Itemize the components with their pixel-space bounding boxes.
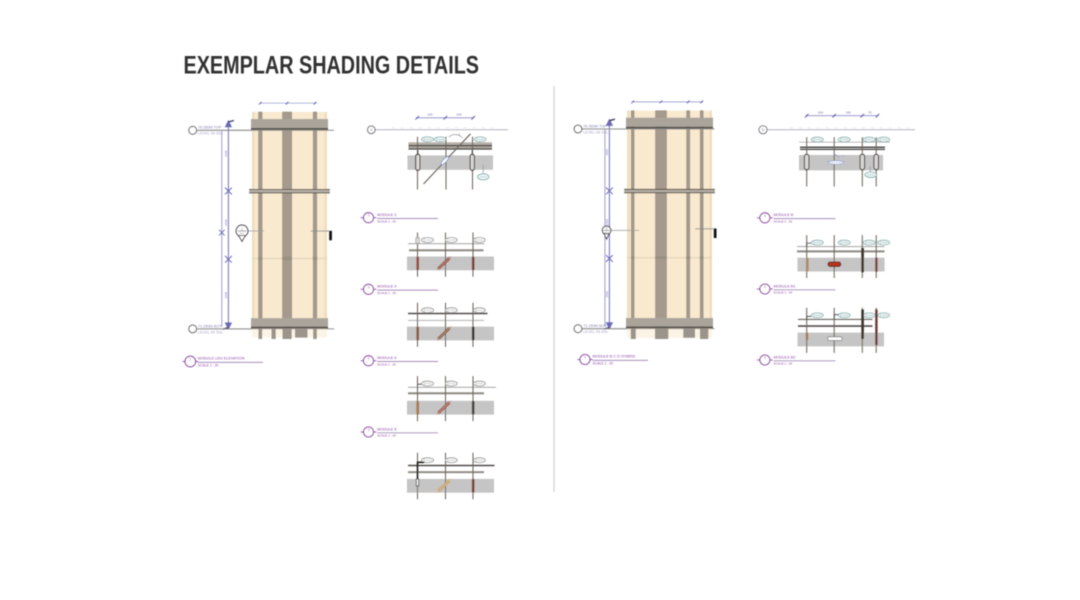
- svg-text:3: 3: [368, 214, 370, 218]
- svg-text:3: 3: [764, 356, 766, 360]
- svg-text:MODULE B2: MODULE B2: [774, 355, 796, 359]
- svg-text:150: 150: [846, 110, 851, 114]
- svg-text:150: 150: [427, 113, 432, 117]
- svg-text:SCALE 1 : 20: SCALE 1 : 20: [377, 291, 396, 295]
- svg-text:6: 6: [842, 155, 844, 158]
- svg-text:1500: 1500: [605, 219, 609, 226]
- svg-text:MODULE 4: MODULE 4: [377, 285, 396, 289]
- svg-text:76.350M TOP: 76.350M TOP: [198, 126, 222, 130]
- svg-text:MODULE LEG ELEVATION: MODULE LEG ELEVATION: [198, 357, 245, 361]
- svg-text:150: 150: [818, 110, 823, 114]
- svg-text:76.350M TOP: 76.350M TOP: [583, 124, 607, 128]
- svg-text:A201: A201: [239, 232, 245, 235]
- svg-text:SCALE 1 : 20: SCALE 1 : 20: [593, 361, 614, 365]
- svg-text:MODULE 6: MODULE 6: [377, 356, 396, 360]
- svg-text:1500: 1500: [224, 291, 228, 298]
- svg-text:SCALE 1 : 20: SCALE 1 : 20: [377, 219, 396, 223]
- svg-text:3: 3: [368, 357, 370, 361]
- svg-text:MODULE B C D HYBRID: MODULE B C D HYBRID: [593, 355, 636, 359]
- svg-text:1500: 1500: [605, 149, 609, 156]
- svg-text:SCALE 1 : 20: SCALE 1 : 20: [774, 291, 793, 295]
- svg-text:3: 3: [368, 285, 370, 289]
- svg-text:SCALE 1 : 20: SCALE 1 : 20: [377, 362, 396, 366]
- svg-text:75: 75: [868, 110, 872, 114]
- svg-text:2: 2: [606, 226, 608, 230]
- svg-text:A201: A201: [604, 232, 610, 235]
- svg-text:8: 8: [459, 132, 461, 136]
- svg-text:2: 2: [241, 227, 243, 231]
- svg-text:1: 1: [189, 358, 191, 362]
- svg-text:LEVEL 06 SSL: LEVEL 06 SSL: [583, 130, 608, 134]
- svg-text:SCALE 1 : 20: SCALE 1 : 20: [774, 219, 793, 223]
- svg-text:3: 3: [368, 428, 370, 432]
- svg-text:SCALE 1 : 20: SCALE 1 : 20: [774, 362, 793, 366]
- svg-text:71.250M BOT: 71.250M BOT: [583, 324, 607, 328]
- svg-text:SCALE 1 : 20: SCALE 1 : 20: [198, 363, 219, 367]
- svg-text:1500: 1500: [224, 150, 228, 157]
- svg-text:LEVEL 06 SSL: LEVEL 06 SSL: [198, 132, 223, 136]
- svg-text:1500: 1500: [224, 219, 228, 226]
- svg-text:LEVEL 05 SSL: LEVEL 05 SSL: [198, 330, 223, 334]
- svg-text:B: B: [762, 128, 764, 132]
- svg-text:71.250M BOT: 71.250M BOT: [198, 324, 222, 328]
- svg-text:EXEMPLAR SHADING DETAILS: EXEMPLAR SHADING DETAILS: [184, 52, 480, 80]
- svg-text:MODULE 8: MODULE 8: [377, 427, 396, 431]
- svg-text:SCALE 1 : 20: SCALE 1 : 20: [377, 434, 396, 438]
- svg-text:1500: 1500: [605, 291, 609, 298]
- svg-text:MODULE 2: MODULE 2: [377, 213, 396, 217]
- svg-text:MODULE B: MODULE B: [774, 213, 794, 217]
- svg-text:LEVEL 05 SSL: LEVEL 05 SSL: [583, 330, 608, 334]
- svg-text:3: 3: [764, 285, 766, 289]
- svg-text:A: A: [370, 128, 373, 132]
- svg-text:MODULE B1: MODULE B1: [774, 284, 796, 288]
- svg-text:1: 1: [584, 356, 586, 360]
- svg-text:3: 3: [764, 214, 766, 218]
- svg-text:150: 150: [456, 113, 461, 117]
